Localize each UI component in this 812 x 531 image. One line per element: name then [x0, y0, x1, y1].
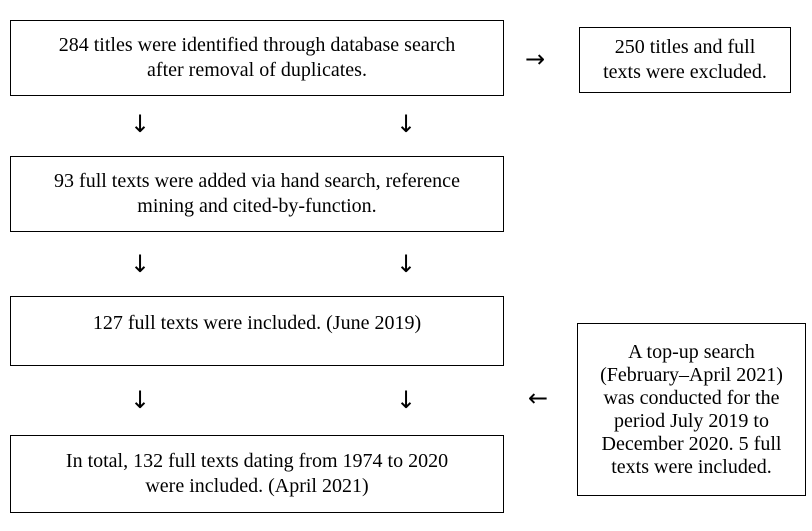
box-topup-line-4: period July 2019 to — [613, 409, 769, 432]
arrow-down-left-3: ↓ — [130, 386, 151, 414]
box-excluded-line-1: 250 titles and full — [614, 36, 756, 58]
box-topup-line-1: A top-up search — [628, 340, 755, 363]
box-identified: 284 titles were identified through datab… — [10, 20, 504, 96]
box-included-2019: 127 full texts were included. (June 2019… — [10, 296, 504, 366]
box-topup-line-6: texts were included. — [611, 455, 772, 478]
arrow-down-right-1: ↓ — [396, 110, 417, 138]
box-topup-line-3: was conducted for the — [603, 386, 780, 409]
arrow-down-left-1: ↓ — [130, 110, 151, 138]
box-topup-line-5: December 2020. 5 full — [601, 432, 782, 455]
box-topup-line-2: (February–April 2021) — [600, 363, 783, 386]
box-excluded: 250 titles and full texts were excluded. — [579, 27, 791, 93]
box-total-line-2: were included. (April 2021) — [145, 475, 369, 497]
box-identified-line-2: after removal of duplicates. — [147, 59, 367, 81]
box-added-line-1: 93 full texts were added via hand search… — [54, 170, 460, 192]
box-identified-line-1: 284 titles were identified through datab… — [58, 34, 456, 56]
arrow-down-right-2: ↓ — [396, 250, 417, 278]
arrow-left-from-topup: ← — [528, 384, 549, 412]
arrow-down-left-2: ↓ — [130, 250, 151, 278]
box-total-line-1: In total, 132 full texts dating from 197… — [65, 450, 449, 472]
box-added-line-2: mining and cited-by-function. — [137, 195, 377, 217]
box-included-2019-line-1: 127 full texts were included. (June 2019… — [92, 312, 422, 334]
box-total: In total, 132 full texts dating from 197… — [10, 435, 504, 513]
box-excluded-line-2: texts were excluded. — [603, 61, 767, 83]
box-added: 93 full texts were added via hand search… — [10, 156, 504, 232]
arrow-down-right-3: ↓ — [396, 386, 417, 414]
box-topup: A top-up search (February–April 2021) wa… — [577, 323, 806, 496]
arrow-right-to-excluded: → — [525, 45, 546, 73]
